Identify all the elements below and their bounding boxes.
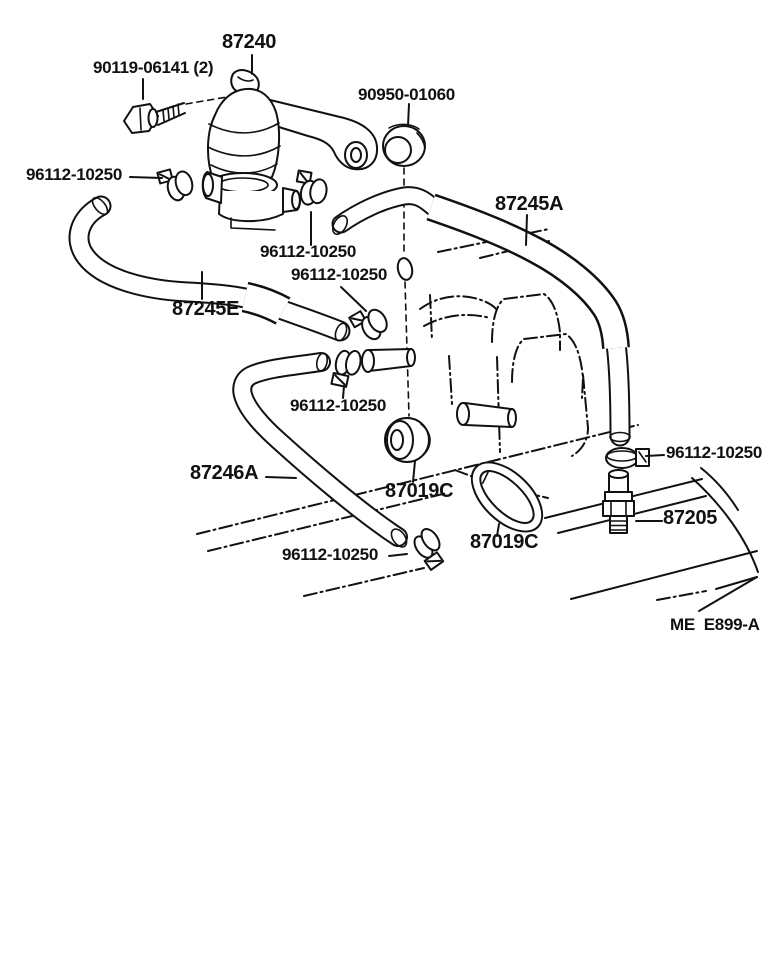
grommet-87019c-icon-2 (470, 461, 544, 533)
grommet-90950-icon (382, 123, 426, 167)
front-direction-arrow-icon (698, 576, 758, 612)
part-label-96112-10250-f: 96112-10250 (666, 443, 762, 462)
hose-87245e (68, 195, 351, 342)
heater-pipe-upper (361, 348, 416, 373)
part-label-96112-10250-a: 96112-10250 (26, 165, 122, 184)
hose-clamp-icon-d (330, 349, 362, 388)
o-ring-icon (396, 257, 414, 281)
part-label-87205: 87205 (663, 507, 718, 529)
hose-87246a (232, 352, 408, 548)
heater-pipe-lower (456, 402, 517, 428)
hose-87245a (331, 186, 631, 447)
part-label-87019c-a: 87019C (385, 480, 454, 502)
water-valve-87240-part (201, 69, 379, 231)
union-87205-part (602, 469, 635, 534)
part-label-87246a: 87246A (190, 462, 259, 484)
part-label-96112-10250-e: 96112-10250 (282, 545, 378, 564)
leader-lines (129, 54, 665, 557)
hose-clamp-icon-c (348, 308, 388, 341)
part-label-87245e: 87245E (172, 298, 240, 320)
part-label-90119-06141: 90119-06141 (2) (93, 58, 214, 77)
part-label-87245a: 87245A (495, 193, 564, 215)
hose-clamp-icon-a (156, 168, 194, 202)
bolt-icon (123, 102, 186, 134)
part-label-87240: 87240 (222, 31, 277, 53)
part-label-87019c-b: 87019C (470, 531, 539, 553)
grommet-87019c-icon-1 (384, 417, 431, 463)
drawing-code: ME E899-A (670, 615, 760, 634)
part-label-96112-10250-d: 96112-10250 (290, 396, 386, 415)
hose-clamp-icon-f (605, 447, 650, 469)
hose-clamp-icon-e (413, 528, 445, 571)
part-label-90950-01060: 90950-01060 (358, 85, 455, 104)
hose-clamp-icon-b (295, 169, 328, 206)
part-label-96112-10250-c: 96112-10250 (291, 265, 387, 284)
part-label-96112-10250-b: 96112-10250 (260, 242, 356, 261)
